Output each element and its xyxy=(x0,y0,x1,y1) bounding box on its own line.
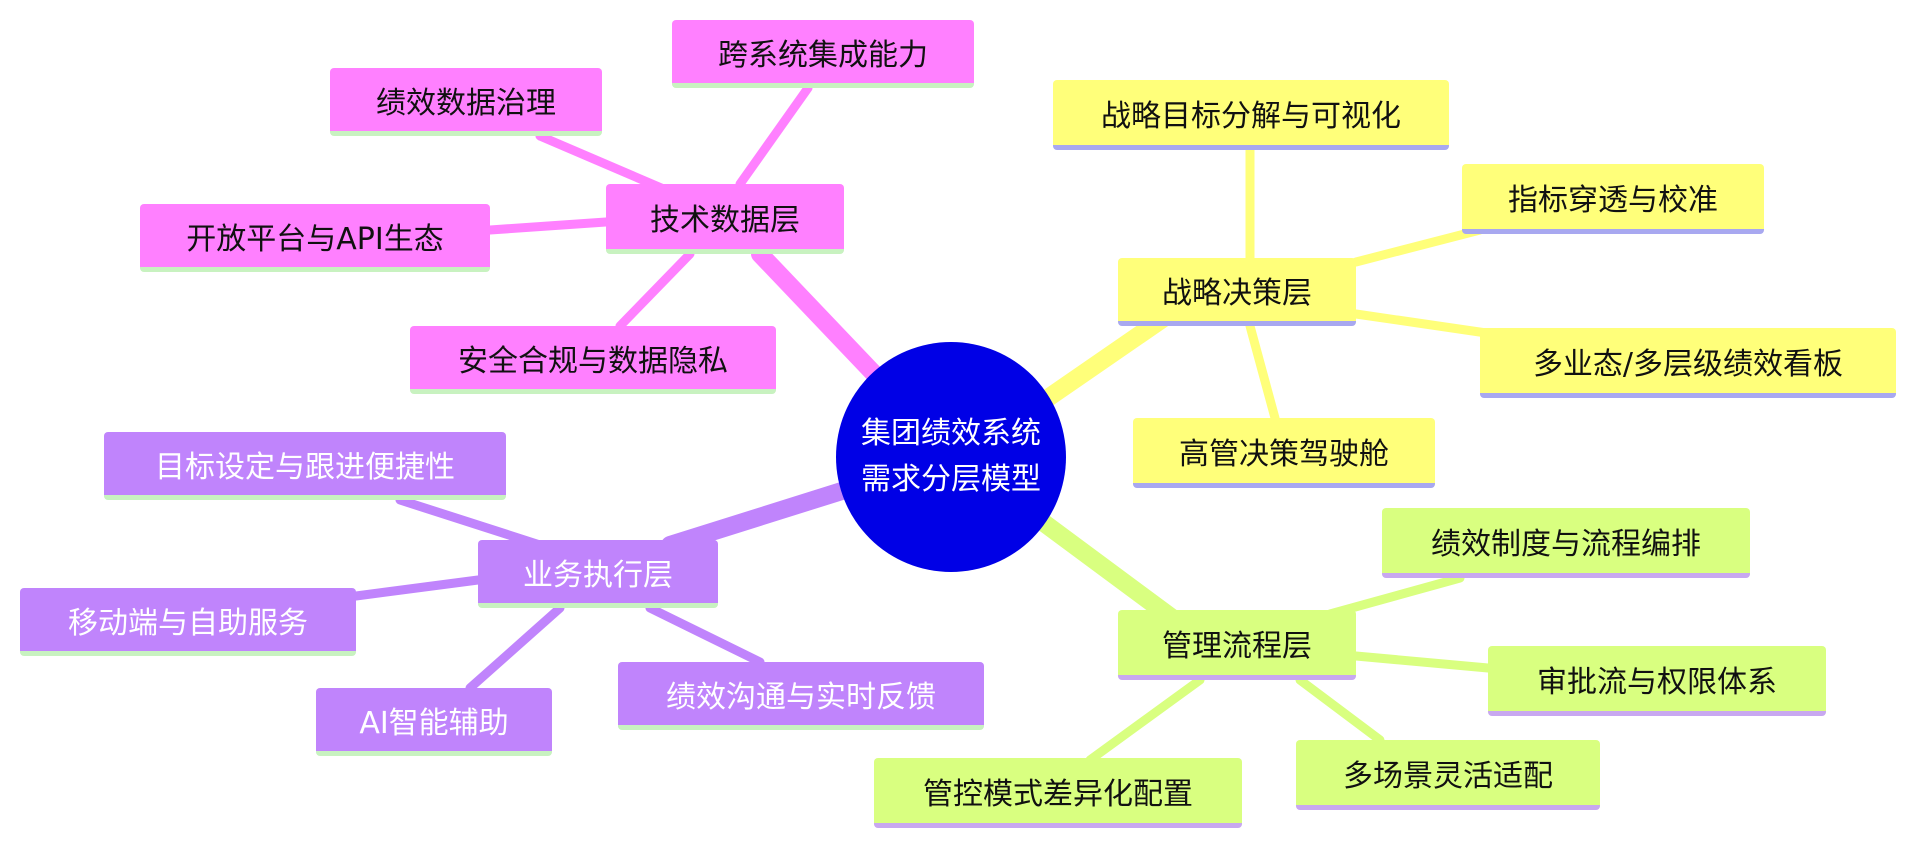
branch-strategy[interactable]: 战略决策层 xyxy=(1118,258,1356,326)
node-open-platform-api[interactable]: 开放平台与API生态 xyxy=(140,204,490,272)
edge-strategy-child-4 xyxy=(1245,321,1280,423)
edge-tech-child-3 xyxy=(485,217,611,235)
root-title-line-1: 集团绩效系统 xyxy=(861,416,1041,451)
node-goal-setting-tracking[interactable]: 目标设定与跟进便捷性 xyxy=(104,432,506,500)
branch-process-management[interactable]: 管理流程层 xyxy=(1118,610,1356,680)
node-cross-system-integration[interactable]: 跨系统集成能力 xyxy=(672,20,974,88)
node-strategic-goal-visualization[interactable]: 战略目标分解与可视化 xyxy=(1053,80,1449,150)
node-performance-data-governance[interactable]: 绩效数据治理 xyxy=(330,68,602,136)
edge-business-child-3 xyxy=(465,603,565,693)
edge-root-business xyxy=(661,481,854,554)
node-security-compliance[interactable]: 安全合规与数据隐私 xyxy=(410,326,776,394)
node-control-mode-config[interactable]: 管控模式差异化配置 xyxy=(874,758,1242,828)
edge-business-child-2 xyxy=(351,575,483,601)
edge-process-child-2 xyxy=(1351,651,1493,673)
edge-tech-child-1 xyxy=(735,83,813,189)
edge-tech-child-4 xyxy=(615,249,695,331)
node-approval-permissions[interactable]: 审批流与权限体系 xyxy=(1488,646,1826,716)
edge-strategy-child-3 xyxy=(1351,309,1505,340)
edge-business-child-1 xyxy=(395,495,545,550)
node-process-orchestration[interactable]: 绩效制度与流程编排 xyxy=(1382,508,1750,578)
edge-strategy-child-2 xyxy=(1351,225,1485,267)
edge-root-process xyxy=(1031,511,1184,629)
edge-root-tech xyxy=(751,245,889,389)
edge-business-child-4 xyxy=(645,603,765,667)
root-title-line-2: 需求分层模型 xyxy=(861,462,1041,497)
branch-tech-data[interactable]: 技术数据层 xyxy=(606,184,844,254)
node-executive-cockpit[interactable]: 高管决策驾驶舱 xyxy=(1133,418,1435,488)
edge-process-child-3 xyxy=(1295,675,1385,745)
root-node[interactable]: 集团绩效系统 需求分层模型 xyxy=(836,342,1066,572)
node-indicator-calibration[interactable]: 指标穿透与校准 xyxy=(1462,164,1764,234)
edge-process-child-4 xyxy=(1085,675,1205,765)
node-ai-assist[interactable]: AI智能辅助 xyxy=(316,688,552,756)
edge-process-child-1 xyxy=(1325,573,1465,619)
node-flexible-scenarios[interactable]: 多场景灵活适配 xyxy=(1296,740,1600,810)
node-performance-feedback[interactable]: 绩效沟通与实时反馈 xyxy=(618,662,984,730)
node-multi-level-dashboard[interactable]: 多业态/多层级绩效看板 xyxy=(1480,328,1896,398)
node-mobile-self-service[interactable]: 移动端与自助服务 xyxy=(20,588,356,656)
branch-business-execution[interactable]: 业务执行层 xyxy=(478,540,718,608)
